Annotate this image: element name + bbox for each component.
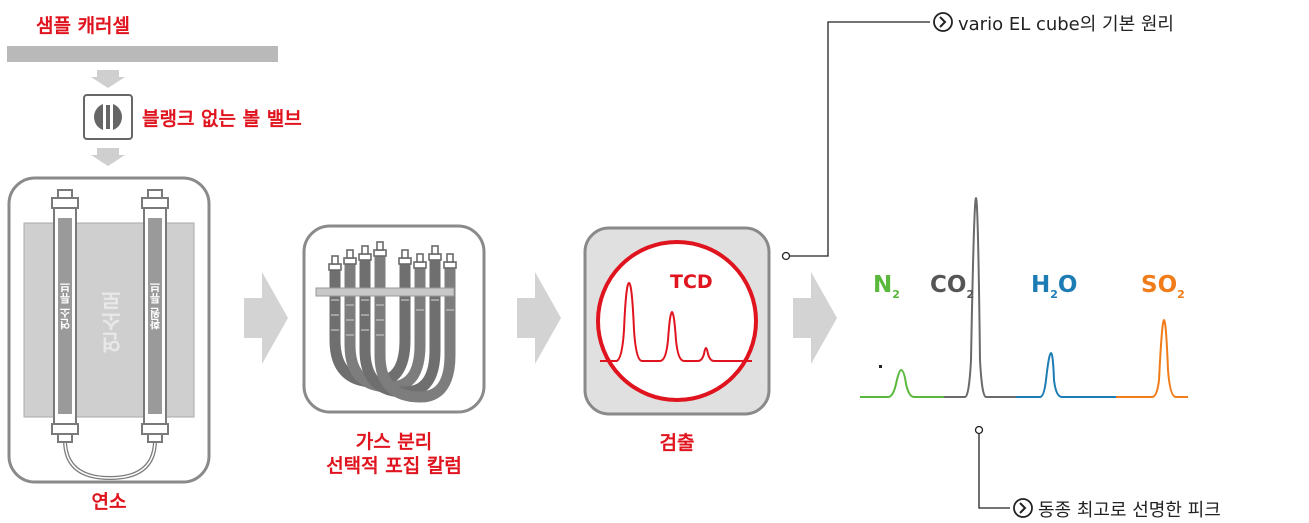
combustion-label: 연소	[91, 491, 127, 513]
co2-peak	[944, 196, 1016, 398]
chromatogram	[860, 196, 1188, 398]
leader-line-principle	[781, 21, 930, 261]
ball-valve-label: 블랭크 없는 볼 밸브	[142, 108, 302, 130]
principle-link[interactable]: vario EL cube의 기본 원리	[958, 14, 1174, 35]
sample-carousel-label: 샘플 캐러셀	[36, 15, 131, 37]
arrow-right-icon	[517, 272, 561, 364]
trap-column-label: 선택적 포집 칼럼	[326, 455, 462, 477]
ball-valve-icon	[83, 94, 133, 140]
arrow-down-icon	[91, 70, 125, 88]
combustion-tube	[51, 189, 79, 443]
trap-column-texture	[331, 299, 454, 336]
sample-carousel-bar	[7, 46, 278, 62]
arrow-down-icon	[91, 148, 125, 166]
detection-label: 검출	[659, 432, 695, 454]
tcd-circle	[596, 240, 758, 402]
chevron-circle-icon[interactable]	[933, 12, 953, 32]
trap-column-caps	[328, 241, 457, 271]
reduction-tube-label: 환원 튜브	[149, 282, 162, 330]
reduction-tube	[141, 189, 169, 443]
furnace-label: 연소로	[100, 290, 124, 353]
h2o-peak	[1016, 351, 1116, 398]
column-bar	[315, 287, 455, 297]
chevron-circle-icon[interactable]	[1013, 498, 1033, 518]
gas-label-n2: N2	[873, 272, 900, 301]
leader-line-peaks	[974, 425, 1010, 509]
trap-columns	[329, 252, 456, 403]
tcd-trace	[600, 281, 752, 362]
tcd-label: TCD	[670, 271, 713, 293]
gas-label-co2: CO2	[930, 272, 975, 301]
peaks-link[interactable]: 동종 최고로 선명한 피크	[1038, 500, 1221, 521]
n2-peak	[860, 368, 944, 398]
noise-dot	[879, 365, 882, 368]
gas-label-h2o: H2O	[1031, 272, 1078, 301]
arrow-right-icon	[793, 272, 837, 364]
combustion-tube-label: 연소 튜브	[59, 282, 72, 330]
so2-peak	[1116, 318, 1188, 398]
gas-separation-title: 가스 분리	[355, 431, 433, 453]
arrow-right-icon	[244, 272, 288, 364]
gas-label-so2: SO2	[1141, 272, 1185, 301]
